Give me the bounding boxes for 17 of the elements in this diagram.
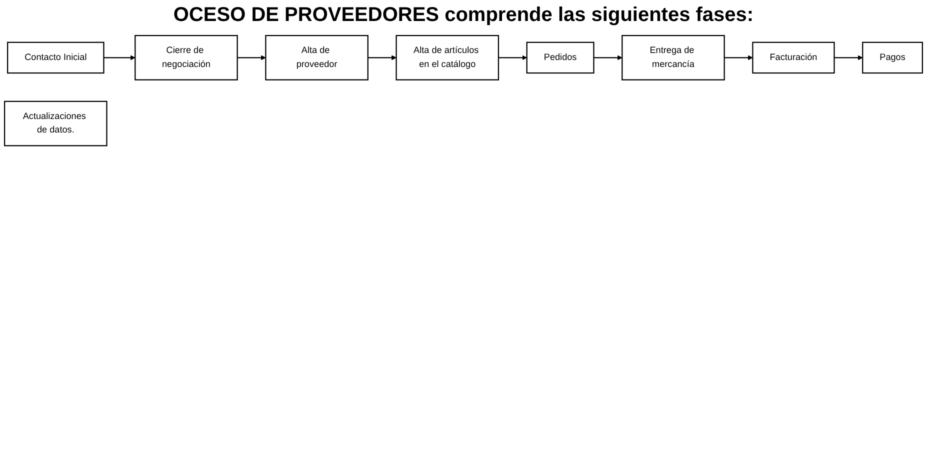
node-box: Pedidos [526,42,594,74]
diagram-title: OCESO DE PROVEEDORES comprende las siguientes fases: [172,3,755,28]
arrow [104,55,136,60]
node-box: Alta de artículos en el catálogo [396,34,500,80]
node-box: Entrega de mercancía [622,34,725,80]
node-box: Contacto Inicial [7,42,104,74]
arrow [498,55,528,60]
node-box: Cierre de negociación [134,34,238,80]
node-box: Facturación [752,42,835,74]
arrow [724,55,753,60]
node-box: Actualizaciones de datos. [4,100,108,146]
arrow [594,55,622,60]
node-box: Pagos [862,42,923,74]
arrow [834,55,863,60]
arrow [237,55,266,60]
node-box: Alta de proveedor [265,34,368,80]
arrow [368,55,396,60]
